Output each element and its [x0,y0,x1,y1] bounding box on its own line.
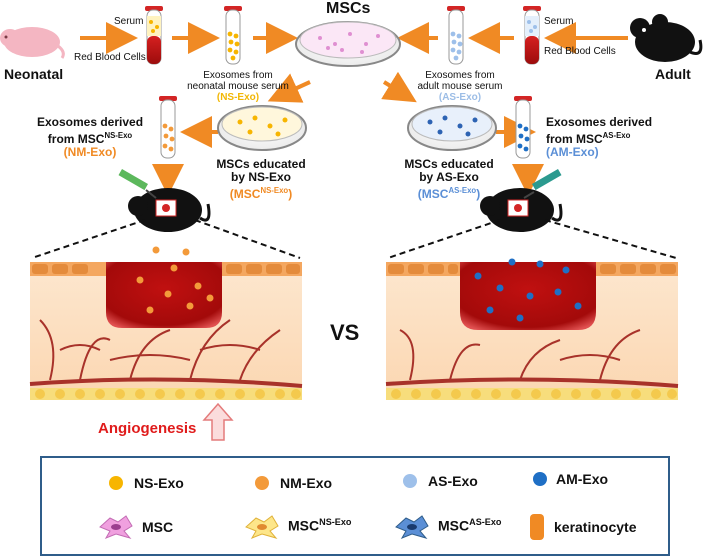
msc-ns-abbr-close: ) [288,187,293,201]
legend-msc-as-label: MSCAS-Exo [438,517,501,534]
legend-am-exo-dot [533,472,547,486]
am-caption-line2: from MSCAS-Exo [546,129,652,146]
nm-exo-tube [159,96,177,159]
ns-exo-tube [224,6,242,65]
nm-caption-from: from MSC [47,132,105,146]
msc-ns-dish [217,105,307,151]
msc-ns-abbr: (MSCNS-Exo) [206,184,316,201]
zoom-lines [31,219,677,259]
am-exo-caption: Exosomes derived from MSCAS-Exo (AM-Exo) [546,116,652,159]
legend-as-exo-label: AS-Exo [428,473,478,489]
right-skin-panel [385,258,679,400]
legend-box: NS-Exo NM-Exo AS-Exo AM-Exo MSC MSCNS-Ex… [40,456,670,556]
legend-am-exo-label: AM-Exo [556,471,609,487]
legend-nm-exo-label: NM-Exo [280,475,333,491]
msc-as-abbr-open: (MSC [417,187,449,201]
am-exo-abbr: (AM-Exo) [546,145,599,159]
msc-ns-caption-line1: MSCs educated [216,157,306,171]
vs-label: VS [330,320,360,345]
left-rbc-label: Red Blood Cells [74,52,146,63]
msc-as-abbr: (MSCAS-Exo) [394,184,504,201]
ns-exo-caption-line2: neonatal mouse serum [187,81,289,92]
msc-ns-caption: MSCs educated by NS-Exo (MSCNS-Exo) [206,158,316,201]
legend-msc-ns-label: MSCNS-Exo [288,517,351,534]
am-caption-line1: Exosomes derived [546,115,653,129]
am-caption-from: from MSC [546,132,603,146]
nm-caption-sup: NS-Exo [104,131,133,140]
legend-msc-ns-sup: NS-Exo [319,517,352,527]
as-exo-caption: Exosomes from adult mouse serum (AS-Exo) [400,70,520,103]
angiogenesis-label: Angiogenesis [98,420,197,437]
msc-dish [295,21,401,67]
nm-caption-line2: from MSCNS-Exo [30,129,150,146]
as-exo-tube [447,6,465,65]
msc-as-caption-line2: by AS-Exo [419,170,479,184]
legend-keratinocyte-label: keratinocyte [554,519,637,535]
ns-exo-abbr: (NS-Exo) [216,92,260,103]
msc-ns-caption-line2: by NS-Exo [230,170,291,184]
nm-caption-line1: Exosomes derived [36,115,144,129]
legend-msc-ns-base: MSC [288,517,320,534]
left-blood-tube [145,6,163,65]
right-serum-label: Serum [544,16,574,27]
adult-label: Adult [655,66,691,82]
as-exo-abbr: (AS-Exo) [438,92,482,103]
msc-as-caption: MSCs educated by AS-Exo (MSCAS-Exo) [394,158,504,201]
angiogenesis-up-arrow [202,402,234,441]
neonatal-mouse-icon [0,27,65,59]
adult-mouse-icon [630,14,703,62]
neonatal-label: Neonatal [4,66,64,82]
legend-msc-as-sup: AS-Exo [469,517,502,527]
legend-keratinocyte-icon [530,514,544,540]
left-skin-panel [29,246,303,400]
legend-as-exo-dot [403,474,417,488]
as-exo-caption-line2: adult mouse serum [417,81,503,92]
msc-as-abbr-sup: AS-Exo [448,186,477,195]
legend-ns-exo-label: NS-Exo [134,475,184,491]
am-exo-tube [514,96,532,159]
left-treated-mouse-icon [118,169,211,232]
ns-exo-caption: Exosomes from neonatal mouse serum (NS-E… [178,70,298,103]
legend-msc-as-base: MSC [438,517,470,534]
legend-ns-exo-dot [109,476,123,490]
right-blood-tube [523,6,541,65]
right-rbc-label: Red Blood Cells [544,46,616,57]
msc-as-dish [407,105,497,151]
legend-nm-exo-dot [255,476,269,490]
am-caption-sup: AS-Exo [602,131,631,140]
as-exo-caption-line1: Exosomes from [425,70,495,81]
msc-title: MSCs [326,0,371,17]
nm-exo-caption: Exosomes derived from MSCNS-Exo (NM-Exo) [30,116,150,159]
msc-ns-abbr-sup: NS-Exo [260,186,289,195]
nm-exo-abbr: (NM-Exo) [63,145,117,159]
msc-as-caption-line1: MSCs educated [404,157,494,171]
legend-msc-label: MSC [142,519,174,535]
msc-as-abbr-close: ) [476,187,481,201]
left-serum-label: Serum [114,16,144,27]
top-arrows [80,22,628,196]
right-treated-mouse-icon [480,169,563,232]
msc-ns-abbr-open: (MSC [229,187,261,201]
legend-glyphs [99,472,547,540]
ns-exo-caption-line1: Exosomes from [203,70,273,81]
